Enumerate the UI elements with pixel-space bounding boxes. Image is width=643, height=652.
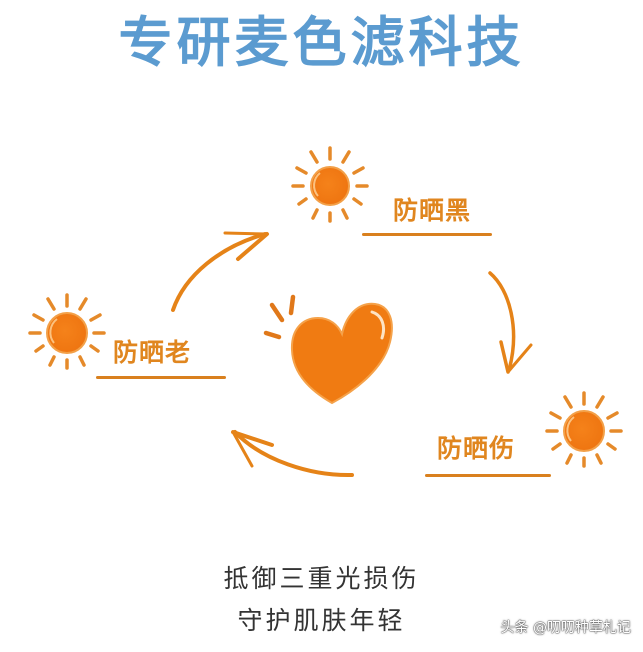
sun-icon (545, 391, 623, 468)
underline (425, 474, 551, 477)
underline (362, 233, 492, 236)
node-label-sunburn: 防晒伤 (437, 434, 516, 463)
heart-icon (263, 294, 393, 405)
sun-icon (291, 146, 369, 223)
arrow-icon (231, 430, 354, 478)
tagline-line-1: 抵御三重光损伤 (223, 564, 420, 593)
arrow-icon (171, 231, 269, 312)
tagline-line-2: 守护肌肤年轻 (237, 606, 406, 635)
sun-icon (28, 293, 106, 370)
underline (96, 376, 226, 379)
arrow-icon (488, 271, 533, 374)
node-label-photoaging: 防晒老 (113, 338, 192, 367)
page-title: 专研麦色滤科技 (118, 11, 525, 74)
watermark: 头条 @叨叨种草札记 (500, 620, 631, 636)
node-label-tanning: 防晒黑 (393, 196, 472, 225)
